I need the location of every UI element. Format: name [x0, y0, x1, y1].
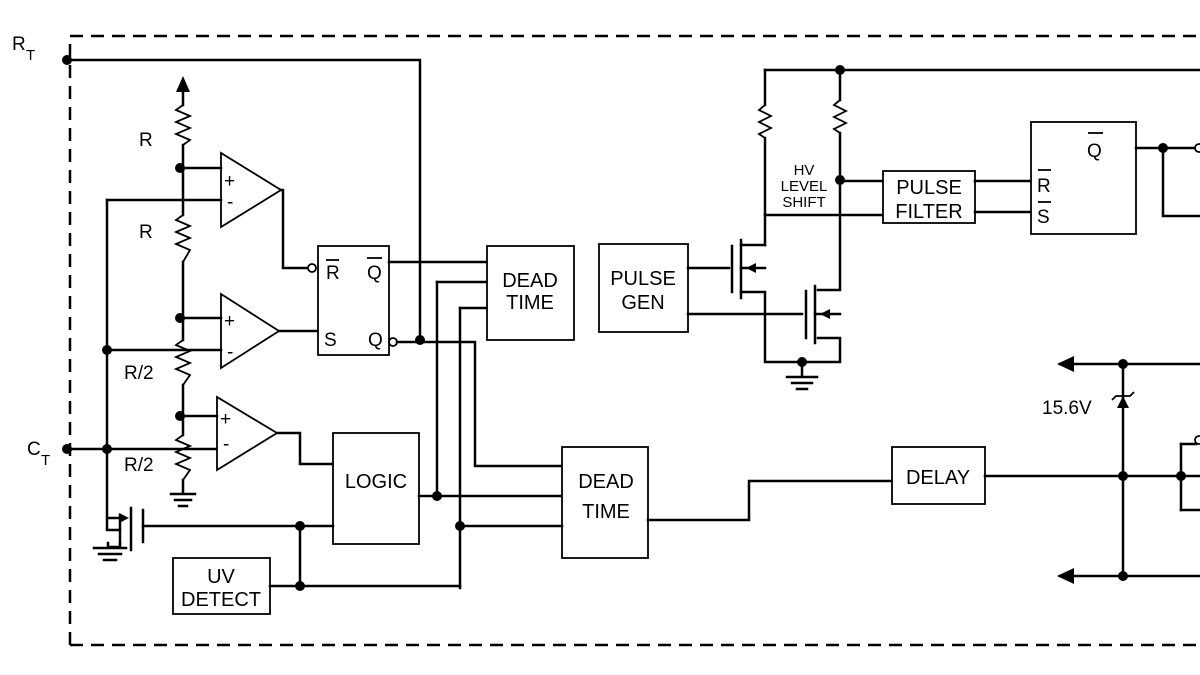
dead-time-top-line1: DEAD [502, 270, 558, 292]
supply-arrow-icon [176, 76, 190, 92]
comparator-upper: + - [105, 151, 317, 532]
flipflop-left-q: Q [368, 330, 383, 351]
delay-block: DELAY [891, 435, 1200, 512]
comparator-upper-minus: - [227, 192, 233, 213]
ct-pin-subscript: T [41, 452, 50, 469]
rt-pin-label: R [12, 34, 26, 55]
pulse-gen-line2: GEN [621, 292, 664, 314]
zener-diode-icon [1117, 396, 1129, 408]
flipflop-left: R S Q Q [317, 245, 398, 356]
resistor-r-half-upper-label: R/2 [124, 363, 154, 384]
comparator-middle-plus: + [224, 311, 235, 332]
pulse-filter-line1: PULSE [896, 177, 962, 199]
flipflop-left-s: S [324, 330, 337, 351]
flipflop-left-rbar: R [326, 263, 340, 284]
comparator-lower-minus: - [223, 434, 229, 455]
resistor-r-half-lower-label: R/2 [124, 455, 154, 476]
uv-detect-block: UV DETECT [172, 521, 462, 615]
pulse-filter-line2: FILTER [895, 201, 962, 223]
ff-routing [387, 260, 564, 590]
resistor-ladder: R R R/2 R/2 [102, 76, 197, 508]
flipflop-right-rbar: R [1037, 176, 1051, 197]
dead-time-top-block: DEAD TIME [486, 245, 575, 341]
logic-label: LOGIC [345, 471, 407, 493]
comparator-upper-plus: + [224, 171, 235, 192]
pulse-gen-block: PULSE GEN [598, 243, 804, 333]
hv-label-line3: SHIFT [782, 194, 825, 211]
zener-voltage-label: 15.6V [1042, 398, 1092, 419]
dead-time-bottom-line1: DEAD [578, 471, 634, 493]
ct-pin: C T [27, 439, 220, 469]
supply-section: 15.6V [1042, 356, 1200, 584]
flipflop-left-qbar: Q [367, 263, 382, 284]
logic-block: LOGIC [332, 432, 564, 545]
uv-detect-line2: DETECT [181, 589, 261, 611]
pulse-filter-block: PULSE FILTER [882, 170, 1033, 224]
resistor-r-mid-label: R [139, 222, 153, 243]
uv-detect-line1: UV [207, 566, 235, 588]
comparator-lower: + - [178, 395, 335, 472]
output-arrow-upper-icon [1057, 356, 1074, 372]
hv-label-line2: LEVEL [781, 178, 828, 195]
dead-time-bottom-line2: TIME [582, 501, 630, 523]
dead-time-bottom-block: DEAD TIME [455, 446, 894, 559]
comparator-middle-minus: - [227, 342, 233, 363]
pulse-gen-line1: PULSE [610, 268, 676, 290]
flipflop-right: Q R S [1030, 121, 1200, 235]
output-arrow-lower-icon [1057, 568, 1074, 584]
rt-pin: R T [12, 34, 422, 342]
flipflop-right-sbar: S [1037, 207, 1050, 228]
flipflop-right-qbar: Q [1087, 141, 1102, 162]
dead-time-top-line2: TIME [506, 292, 554, 314]
discharge-transistor [92, 506, 335, 562]
resistor-r-top-label: R [139, 130, 153, 151]
hv-level-shift: HV LEVEL SHIFT [730, 65, 1200, 391]
delay-label: DELAY [906, 467, 970, 489]
comparator-middle: + - [105, 292, 322, 370]
ic-boundary [68, 34, 1200, 647]
ct-pin-label: C [27, 439, 41, 460]
comparator-lower-plus: + [220, 409, 231, 430]
rt-pin-subscript: T [26, 47, 35, 64]
hv-label-line1: HV [794, 162, 815, 179]
